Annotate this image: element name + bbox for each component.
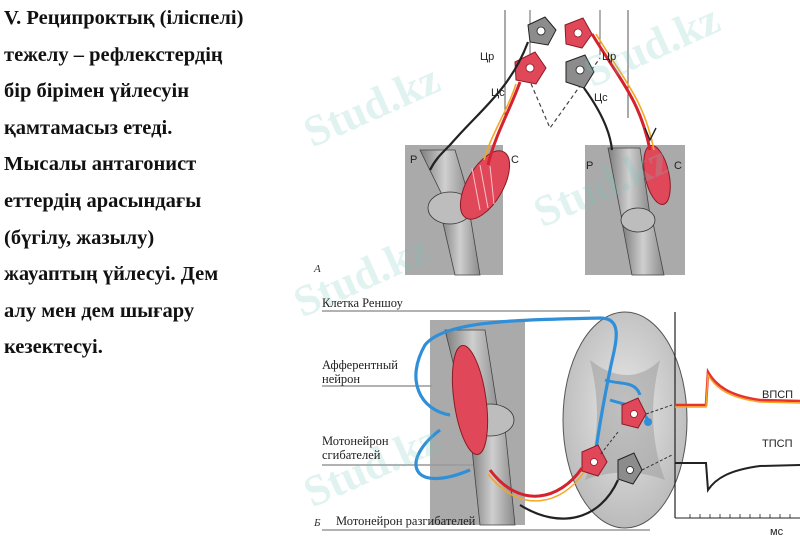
text-line: тежелу – рефлекстердің <box>4 43 223 66</box>
label-afferent-neuron-line2: нейрон <box>322 372 361 386</box>
text-line: V. Реципроктық (іліспелі) <box>4 7 244 29</box>
text-line: жауаптың үйлесуі. Дем <box>4 263 219 286</box>
time-axis-ticks <box>689 514 791 518</box>
label-cr-right: Цр <box>602 51 617 63</box>
label-flexor-motoneuron-line2: сгибателей <box>322 448 381 462</box>
leg-b <box>430 320 525 526</box>
text-line: қамтамасыз етеді. <box>4 116 173 139</box>
label-c-right: С <box>674 160 682 172</box>
text-line: Мысалы антагонист <box>4 153 197 176</box>
text-line: бір бірімен үйлесуін <box>4 80 190 103</box>
text-line: кезектесуі. <box>4 336 103 359</box>
label-renshaw-cell: Клетка Реншоу <box>322 296 403 310</box>
epsp-trace <box>675 367 800 407</box>
flexor-muscle-b <box>451 344 489 456</box>
label-epsp: ВПСП <box>762 389 794 401</box>
label-flexor-motoneuron-line1: Мотонейрон <box>322 434 389 448</box>
label-extensor-motoneuron: Мотонейрон разгибателей <box>336 514 476 528</box>
text-line: (бүгілу, жазылу) <box>4 226 155 249</box>
left-leg <box>405 145 511 276</box>
label-cr-left: Цр <box>480 51 495 63</box>
label-ms: мс <box>770 526 784 538</box>
slide-text: V. Реципроктық (іліспелі) тежелу – рефле… <box>4 0 304 366</box>
ipsp-trace <box>675 462 800 493</box>
label-p-left: Р <box>410 154 418 166</box>
extensor-muscle-right <box>643 145 671 205</box>
label-cs-right: Цс <box>594 92 608 104</box>
figure-b <box>322 310 800 531</box>
label-ipsp: ТПСП <box>762 438 793 450</box>
label-p-right: Р <box>586 160 594 172</box>
text-line: алу мен дем шығару <box>4 299 195 322</box>
label-c-left: С <box>511 154 519 166</box>
text-line: еттердің арасындағы <box>4 189 202 212</box>
label-afferent-neuron-line1: Афферентный <box>322 358 398 372</box>
flexor-muscle-left <box>459 150 511 220</box>
figure-a <box>405 10 685 276</box>
right-leg <box>585 145 685 276</box>
label-cs-left: Цс <box>491 87 505 99</box>
figure-a-letter: А <box>314 263 321 275</box>
figure-b-letter: Б <box>314 517 321 529</box>
